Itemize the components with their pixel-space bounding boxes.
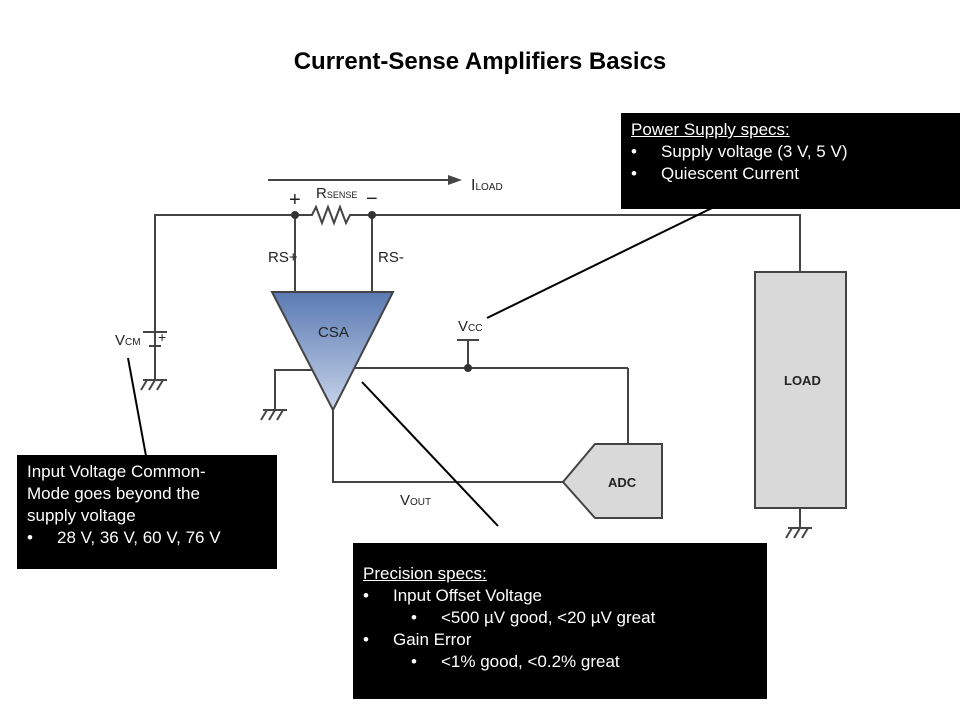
load-block: [754, 271, 847, 509]
rsense-label: RSENSE: [316, 185, 357, 202]
precision-callout-pointer: [361, 381, 499, 527]
plus-sign: +: [289, 189, 301, 211]
power-callout-list: Supply voltage (3 V, 5 V) Quiescent Curr…: [631, 141, 955, 185]
rs-plus-label: RS+: [268, 249, 298, 266]
input-callout-line: supply voltage: [27, 506, 136, 525]
list-item: 28 V, 36 V, 60 V, 76 V: [27, 527, 267, 549]
ground-hatch: [785, 527, 793, 539]
ground-hatch: [140, 379, 148, 391]
power-supply-callout: Power Supply specs: Supply voltage (3 V,…: [621, 113, 960, 209]
list-subitem: <500 µV good, <20 µV great: [363, 607, 757, 629]
input-voltage-callout: Input Voltage Common- Mode goes beyond t…: [17, 455, 277, 569]
input-callout-list: 28 V, 36 V, 60 V, 76 V: [27, 527, 267, 549]
ground-hatch: [148, 379, 156, 391]
input-callout-line: Input Voltage Common-: [27, 462, 206, 481]
load-label: LOAD: [784, 373, 821, 388]
ground-hatch: [260, 409, 268, 421]
list-item: Gain Error: [363, 629, 757, 651]
ground-hatch: [276, 409, 284, 421]
csa-amplifier: [270, 291, 395, 413]
minus-sign: −: [366, 188, 378, 210]
vcc-label: VCC: [458, 318, 482, 335]
rsense-resistor: [295, 204, 372, 226]
node-dot: [368, 211, 376, 219]
power-callout-heading: Power Supply specs:: [631, 120, 790, 139]
adc-label: ADC: [608, 475, 637, 490]
node-dot: [291, 211, 299, 219]
csa-ground-wire: [274, 369, 318, 410]
adc-block: [561, 443, 663, 519]
page-title: Current-Sense Amplifiers Basics: [293, 48, 667, 75]
list-subitem: <1% good, <0.2% great: [363, 651, 757, 673]
input-callout-line: Mode goes beyond the: [27, 484, 200, 503]
input-callout-pointer: [127, 357, 147, 457]
list-item: Input Offset Voltage: [363, 585, 757, 607]
rs-minus-label: RS-: [378, 249, 404, 266]
ground-hatch: [156, 379, 164, 391]
vout-label: VOUT: [400, 492, 431, 509]
ground-hatch: [793, 527, 801, 539]
iload-label: ILOAD: [471, 177, 503, 194]
precision-callout: Precision specs: Input Offset Voltage <5…: [353, 543, 767, 699]
vout-wire: [332, 410, 563, 483]
ground-hatch: [801, 527, 809, 539]
node-dot: [464, 364, 472, 372]
list-item: Supply voltage (3 V, 5 V): [631, 141, 955, 163]
top-wire-left: [154, 214, 295, 345]
precision-callout-heading: Precision specs:: [363, 564, 487, 583]
precision-callout-list: Input Offset Voltage <500 µV good, <20 µ…: [363, 585, 757, 673]
vcm-label: VCM: [115, 332, 141, 349]
ground-hatch: [268, 409, 276, 421]
iload-arrowhead: [448, 175, 462, 185]
csa-label: CSA: [318, 324, 349, 341]
list-item: Quiescent Current: [631, 163, 955, 185]
battery-plus-sign: +: [158, 329, 166, 345]
power-callout-pointer: [486, 207, 713, 319]
top-wire-right: [372, 214, 801, 272]
